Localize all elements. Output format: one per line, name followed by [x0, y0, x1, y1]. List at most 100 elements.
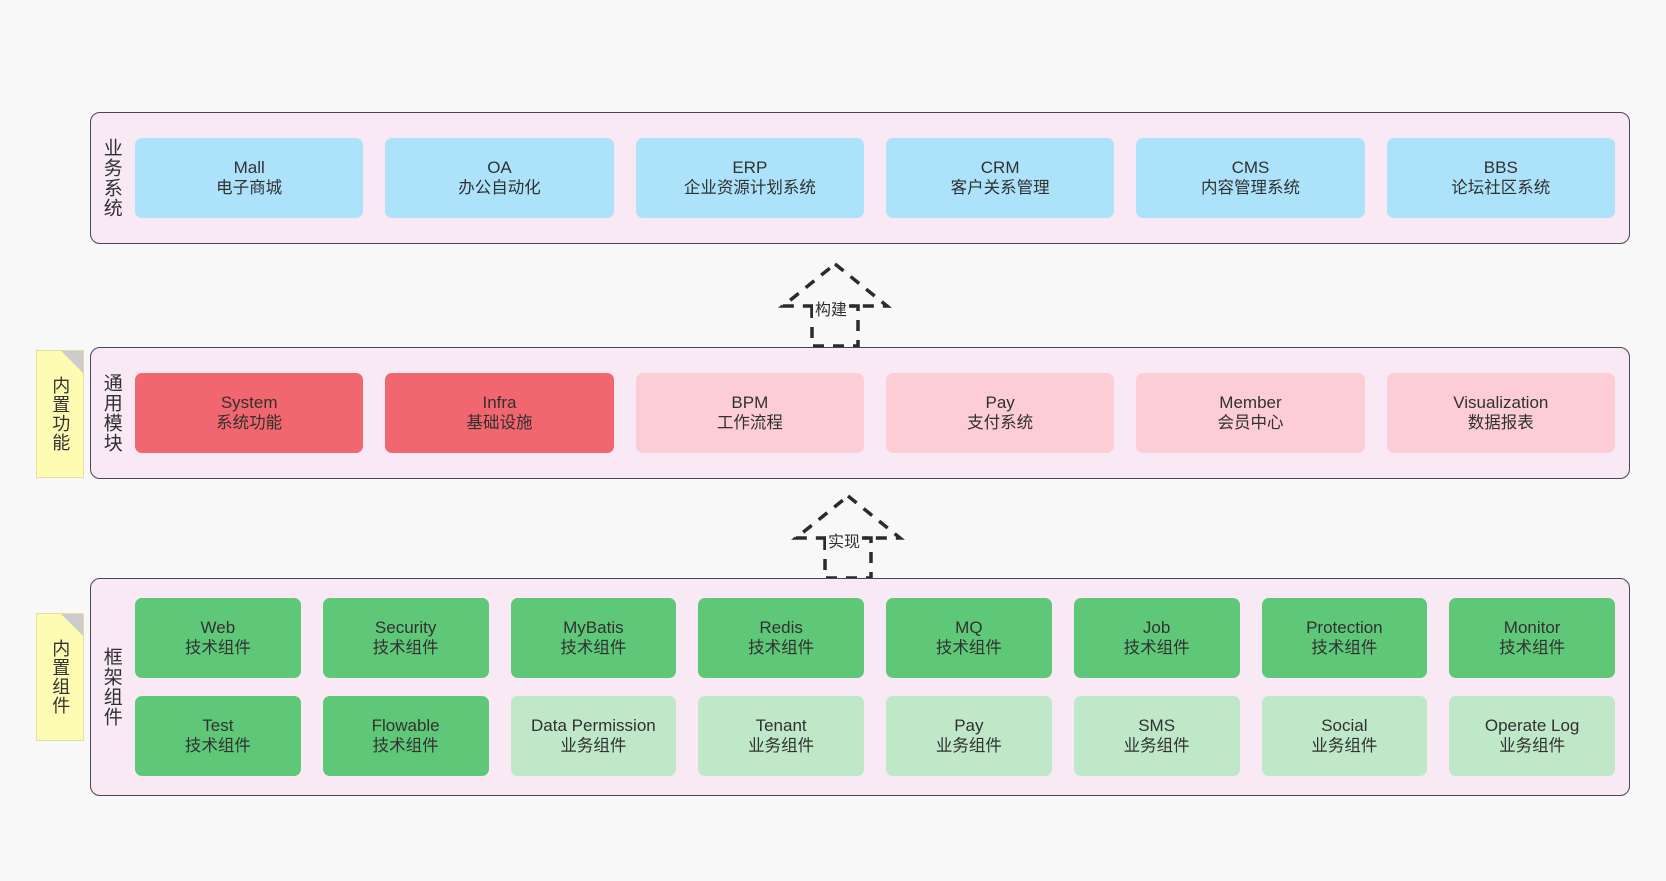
node-pay-business[interactable]: Pay 业务组件	[886, 696, 1052, 776]
node-title-en: BPM	[731, 392, 769, 412]
node-title-cn: 技术组件	[1123, 639, 1190, 658]
node-redis[interactable]: Redis 技术组件	[698, 598, 864, 678]
node-operate-log[interactable]: Operate Log 业务组件	[1449, 696, 1615, 776]
node-bpm[interactable]: BPM 工作流程	[635, 373, 864, 453]
node-title-cn: 技术组件	[1311, 639, 1378, 658]
node-title-en: Monitor	[1503, 617, 1561, 637]
node-title-cn: 技术组件	[935, 639, 1002, 658]
node-title-en: CRM	[980, 157, 1020, 177]
section-body-framework-component: Web 技术组件 Security 技术组件 MyBatis 技术组件 Redi…	[131, 579, 1629, 795]
node-title-en: BBS	[1483, 157, 1518, 177]
node-oa[interactable]: OA 办公自动化	[385, 138, 614, 218]
node-title-en: System	[220, 392, 278, 412]
node-mq[interactable]: MQ 技术组件	[886, 598, 1052, 678]
node-title-cn: 业务组件	[1499, 737, 1566, 756]
connector-implement: 实现	[768, 490, 928, 580]
node-data-permission[interactable]: Data Permission 业务组件	[510, 696, 677, 776]
node-member[interactable]: Member 会员中心	[1136, 373, 1365, 453]
node-title-cn: 业务组件	[935, 737, 1002, 756]
node-flowable[interactable]: Flowable 技术组件	[322, 696, 489, 776]
node-title-en: Pay	[954, 715, 984, 735]
connector-build: 构建	[755, 258, 915, 348]
node-web[interactable]: Web 技术组件	[135, 598, 301, 678]
node-title-cn: 业务组件	[1123, 737, 1190, 756]
node-title-en: Data Permission	[531, 715, 656, 735]
node-title-cn: 工作流程	[716, 414, 783, 433]
node-title-cn: 客户关系管理	[950, 179, 1050, 198]
node-tenant[interactable]: Tenant 业务组件	[698, 696, 864, 776]
node-title-cn: 技术组件	[184, 639, 251, 658]
node-title-en: ERP	[732, 157, 768, 177]
sticky-note-label: 内置功能	[50, 376, 71, 452]
node-title-cn: 技术组件	[1499, 639, 1566, 658]
node-row: System 系统功能 Infra 基础设施 BPM 工作流程 Pay 支付系统…	[135, 373, 1615, 453]
node-title-cn: 企业资源计划系统	[683, 179, 816, 198]
section-title-business-system: 业务系统	[100, 138, 122, 218]
node-title-en: MyBatis	[563, 617, 624, 637]
section-common-module: 通用模块 System 系统功能 Infra 基础设施 BPM 工作流程 Pay…	[90, 347, 1630, 479]
node-title-en: Mall	[233, 157, 265, 177]
node-title-en: Pay	[985, 392, 1015, 412]
node-cms[interactable]: CMS 内容管理系统	[1136, 138, 1365, 218]
sticky-note-label: 内置组件	[50, 639, 71, 715]
node-protection[interactable]: Protection 技术组件	[1261, 598, 1428, 678]
folded-corner-icon	[61, 614, 83, 636]
sticky-note-builtin-components: 内置组件	[36, 613, 84, 741]
section-body-business-system: Mall 电子商城 OA 办公自动化 ERP 企业资源计划系统 CRM 客户关系…	[131, 113, 1629, 243]
node-title-en: Operate Log	[1484, 715, 1580, 735]
node-bbs[interactable]: BBS 论坛社区系统	[1386, 138, 1615, 218]
node-pay[interactable]: Pay 支付系统	[885, 373, 1115, 453]
node-title-en: CMS	[1231, 157, 1270, 177]
node-mybatis[interactable]: MyBatis 技术组件	[510, 598, 677, 678]
section-title-framework-component: 框架组件	[100, 647, 122, 727]
node-sms[interactable]: SMS 业务组件	[1073, 696, 1240, 776]
node-title-cn: 系统功能	[216, 414, 283, 433]
node-title-cn: 业务组件	[748, 737, 815, 756]
sticky-note-builtin-features: 内置功能	[36, 350, 84, 478]
generalization-arrow-icon	[791, 493, 905, 580]
section-body-common-module: System 系统功能 Infra 基础设施 BPM 工作流程 Pay 支付系统…	[131, 348, 1629, 478]
connector-label: 实现	[826, 528, 863, 552]
node-system[interactable]: System 系统功能	[135, 373, 364, 453]
section-framework-component: 框架组件 Web 技术组件 Security 技术组件 MyBatis 技术组件…	[90, 578, 1630, 796]
node-row: Mall 电子商城 OA 办公自动化 ERP 企业资源计划系统 CRM 客户关系…	[135, 138, 1615, 218]
node-social[interactable]: Social 业务组件	[1261, 696, 1428, 776]
node-monitor[interactable]: Monitor 技术组件	[1449, 598, 1615, 678]
node-row: Web 技术组件 Security 技术组件 MyBatis 技术组件 Redi…	[135, 598, 1615, 678]
node-title-cn: 技术组件	[748, 639, 815, 658]
node-title-cn: 业务组件	[560, 737, 627, 756]
node-title-en: Infra	[482, 392, 517, 412]
folded-corner-icon	[61, 351, 83, 373]
node-title-cn: 会员中心	[1217, 414, 1284, 433]
node-title-en: SMS	[1138, 715, 1176, 735]
generalization-arrow-icon	[778, 261, 892, 348]
node-title-en: Job	[1142, 617, 1171, 637]
node-title-cn: 支付系统	[967, 414, 1034, 433]
node-title-cn: 数据报表	[1467, 414, 1534, 433]
node-title-cn: 业务组件	[1311, 737, 1378, 756]
node-test[interactable]: Test 技术组件	[135, 696, 301, 776]
node-job[interactable]: Job 技术组件	[1073, 598, 1240, 678]
node-title-en: Web	[200, 617, 236, 637]
node-title-cn: 技术组件	[372, 737, 439, 756]
node-infra[interactable]: Infra 基础设施	[385, 373, 614, 453]
node-security[interactable]: Security 技术组件	[322, 598, 489, 678]
node-title-en: MQ	[955, 617, 983, 637]
node-title-en: Redis	[759, 617, 803, 637]
node-title-cn: 基础设施	[466, 414, 533, 433]
node-title-en: Security	[374, 617, 437, 637]
node-title-cn: 内容管理系统	[1200, 179, 1300, 198]
node-title-en: Test	[202, 715, 234, 735]
node-title-cn: 电子商城	[216, 179, 283, 198]
node-mall[interactable]: Mall 电子商城	[135, 138, 364, 218]
node-visualization[interactable]: Visualization 数据报表	[1386, 373, 1615, 453]
node-title-en: Visualization	[1453, 392, 1549, 412]
node-erp[interactable]: ERP 企业资源计划系统	[635, 138, 864, 218]
node-title-cn: 技术组件	[560, 639, 627, 658]
node-title-en: Member	[1219, 392, 1282, 412]
node-title-en: OA	[487, 157, 512, 177]
node-title-cn: 办公自动化	[458, 179, 541, 198]
section-business-system: 业务系统 Mall 电子商城 OA 办公自动化 ERP 企业资源计划系统 CRM…	[90, 112, 1630, 244]
node-crm[interactable]: CRM 客户关系管理	[885, 138, 1115, 218]
